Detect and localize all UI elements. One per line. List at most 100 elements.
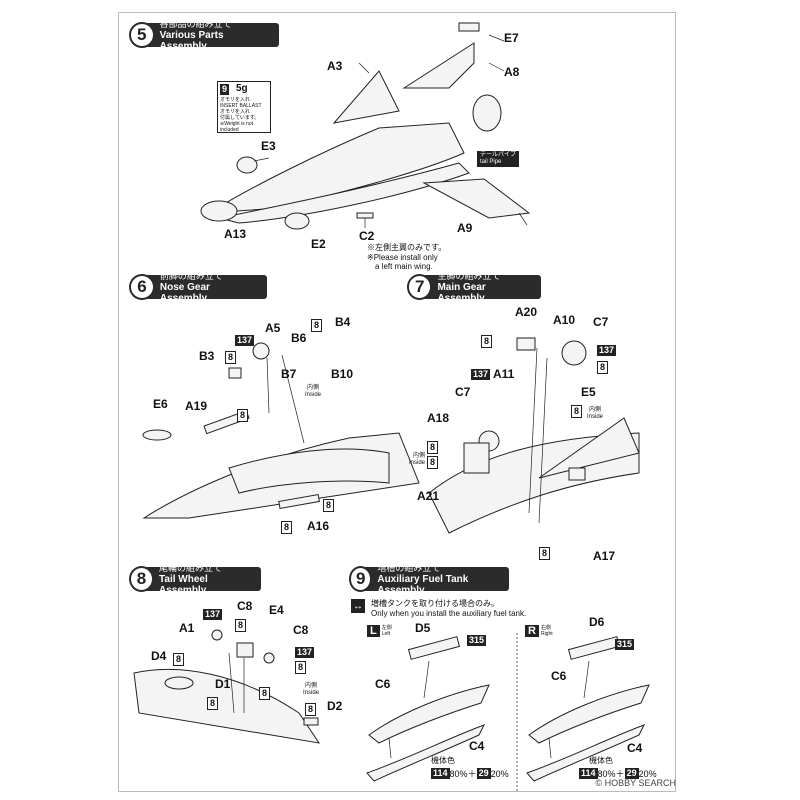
side-letter: R xyxy=(525,625,539,637)
step-number: 9 xyxy=(349,566,373,592)
color-pct-2: 20% xyxy=(638,768,657,779)
paint-code-8: 8 xyxy=(427,441,439,454)
part-label: C7 xyxy=(593,315,609,329)
inside-jp: 内側 xyxy=(413,453,426,459)
part-label: A1 xyxy=(179,621,195,635)
paint-code-137: 137 xyxy=(203,609,223,620)
part-label: C6 xyxy=(551,669,567,683)
color-pct-2: 20% xyxy=(490,768,509,779)
part-d6 xyxy=(567,636,621,660)
part-a20 xyxy=(516,337,536,351)
step-title-jp: 尾輪の組み立て xyxy=(159,562,223,573)
part-label: C4 xyxy=(627,741,643,755)
part-label: A5 xyxy=(265,321,281,335)
part-a5 xyxy=(252,342,270,360)
tailpipe-tag: テールパイプ tail Pipe xyxy=(477,151,520,167)
step-number: 7 xyxy=(407,274,433,300)
part-label: B6 xyxy=(291,331,307,345)
body-color-label: 機体色 xyxy=(431,756,455,765)
color-pct-1: 80% xyxy=(449,768,468,779)
part-label: B7 xyxy=(281,367,297,381)
ballast-note-jp3: 付属しています。 xyxy=(220,115,260,121)
inside-en: Inside xyxy=(587,414,604,420)
part-label: D4 xyxy=(151,649,167,663)
c2-note-en2: a left main wing. xyxy=(375,262,433,271)
wing-edge xyxy=(538,417,640,479)
paint-code-8: 8 xyxy=(323,499,335,512)
paint-code-315: 315 xyxy=(467,635,487,646)
part-label: D1 xyxy=(215,677,231,691)
part-e3-intake xyxy=(236,156,258,174)
body-color-mix: 114 80% ＋ 29 20% xyxy=(579,767,657,780)
part-label: C8 xyxy=(237,599,253,613)
part-a18 xyxy=(463,442,490,474)
part-d2 xyxy=(303,717,319,726)
side-jp: 右側 xyxy=(540,625,551,631)
step-title-jp: 増槽の組み立て xyxy=(377,562,441,573)
arrow-icon: ↔ xyxy=(351,599,365,613)
paint-code-8: 8 xyxy=(259,687,271,700)
step-number: 8 xyxy=(129,566,155,592)
right-tank-c4 xyxy=(526,724,646,782)
tail-pipe xyxy=(472,94,502,132)
part-label: A8 xyxy=(504,65,520,79)
paint-code-315: 315 xyxy=(615,639,635,650)
inside-jp: 内側 xyxy=(305,683,318,689)
paint-code-8: 8 xyxy=(295,661,307,674)
part-d5 xyxy=(407,636,461,660)
part-label: A13 xyxy=(224,227,247,241)
part-label: D6 xyxy=(589,615,605,629)
part-c7-wheel xyxy=(561,340,587,366)
paint-code-8: 8 xyxy=(235,619,247,632)
part-a13-nose xyxy=(200,200,238,222)
paint-code-8: 8 xyxy=(305,703,317,716)
right-tank xyxy=(528,684,650,744)
part-e6 xyxy=(142,429,172,441)
body-color-label: 機体色 xyxy=(589,756,613,765)
step-title-jp: 主脚の組み立て xyxy=(437,270,501,281)
part-label: D2 xyxy=(327,699,343,713)
side-en: Right xyxy=(540,631,553,637)
paint-code-8: 8 xyxy=(281,521,293,534)
body-color-mix: 114 80% ＋ 29 20% xyxy=(431,767,509,780)
part-e5 xyxy=(568,467,586,481)
part-label: E4 xyxy=(269,603,284,617)
part-a3-fin xyxy=(332,70,400,124)
step-title-en: Various Parts Assembly xyxy=(159,29,224,52)
color-code-114: 114 xyxy=(431,768,450,779)
color-code-114: 114 xyxy=(579,768,598,779)
ballast-box: 9 5g オモリを入れ INSERT BALLAST オモリを入れ 付属していま… xyxy=(217,81,271,133)
fuel-tank-note-en: Only when you install the auxiliary fuel… xyxy=(371,609,527,618)
part-e7 xyxy=(458,22,480,32)
left-tank xyxy=(368,684,490,744)
paint-code-137: 137 xyxy=(235,335,255,346)
part-label: E2 xyxy=(311,237,326,251)
part-label: B4 xyxy=(335,315,351,329)
step-title-en: Auxiliary Fuel Tank Assembly xyxy=(377,573,469,596)
part-c8 xyxy=(211,629,223,641)
part-label: C4 xyxy=(469,739,485,753)
part-label: E7 xyxy=(504,31,519,45)
part-e4 xyxy=(236,642,254,658)
c2-note-jp: ※左側主翼のみです。 xyxy=(367,243,447,252)
part-label: A3 xyxy=(327,59,343,73)
paint-code-137: 137 xyxy=(471,369,491,380)
part-label: E6 xyxy=(153,397,168,411)
step-number: 6 xyxy=(129,274,155,300)
ballast-note-en: INSERT BALLAST xyxy=(220,103,262,109)
inside-en: Inside xyxy=(303,690,320,696)
fuel-tank-note-jp: 増槽タンクを取り付ける場合のみ。 xyxy=(371,599,499,608)
part-label: A18 xyxy=(427,411,450,425)
nose-engine xyxy=(228,448,390,494)
step-title-en: Tail Wheel Assembly xyxy=(159,573,208,596)
step-title-jp: 前脚の組み立て xyxy=(159,270,223,281)
paint-code-8: 8 xyxy=(173,653,185,666)
step-title-en: Nose Gear Assembly xyxy=(159,281,210,304)
part-label: A20 xyxy=(515,305,538,319)
line-drawings xyxy=(133,22,650,791)
